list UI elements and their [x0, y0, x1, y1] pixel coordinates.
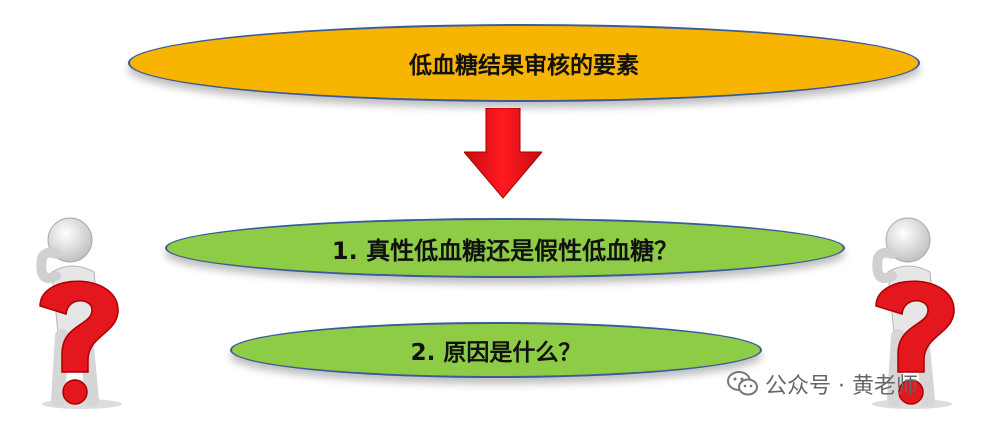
- thinking-person-icon: [872, 217, 955, 409]
- question-2-text: 2. 原因是什么？: [410, 340, 582, 366]
- watermark-text: 公众号 · 黄老师: [765, 374, 918, 399]
- watermark: 公众号 · 黄老师: [727, 368, 918, 400]
- title-ellipse: 低血糖结果审核的要素: [128, 24, 920, 102]
- question-1-ellipse: 1. 真性低血糖还是假性低血糖？: [165, 218, 845, 278]
- thinking-person-icon: [36, 217, 122, 409]
- down-arrow-icon: [464, 108, 542, 199]
- title-text: 低血糖结果审核的要素: [409, 53, 639, 79]
- wechat-icon: [727, 371, 758, 396]
- question-2-ellipse: 2. 原因是什么？: [230, 322, 762, 378]
- question-1-text: 1. 真性低血糖还是假性低血糖？: [331, 236, 679, 265]
